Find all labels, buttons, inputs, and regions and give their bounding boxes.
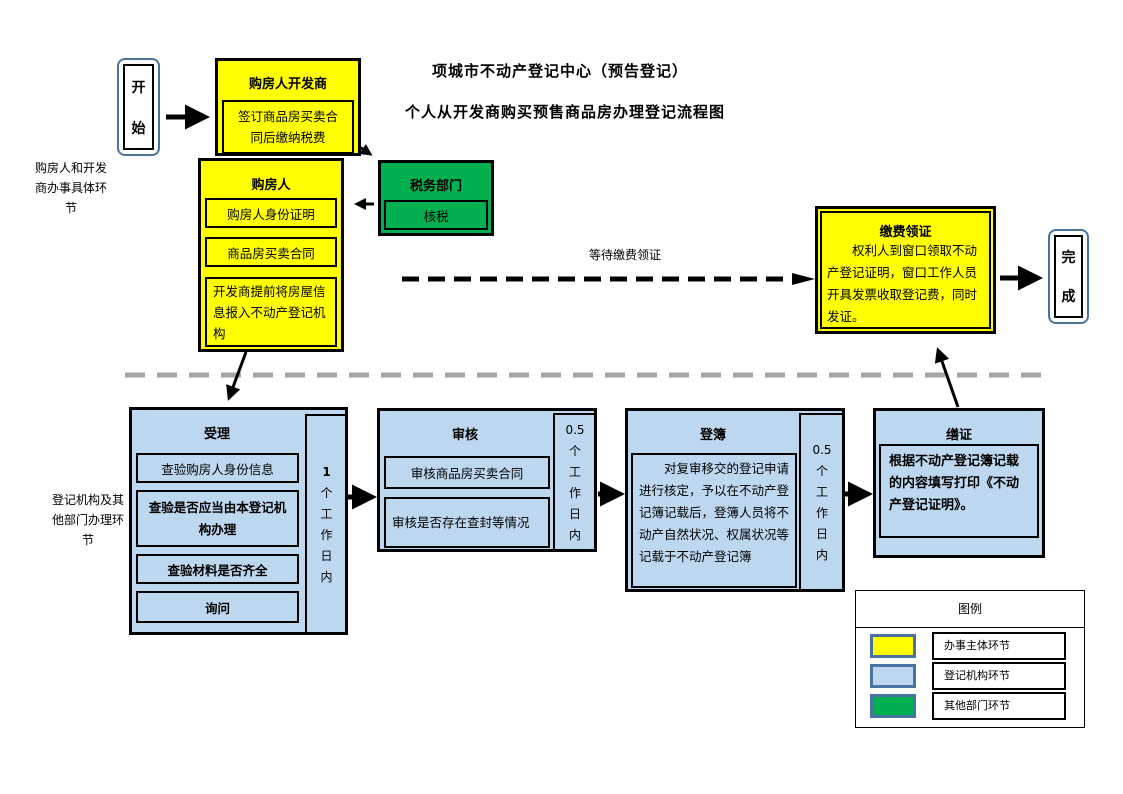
buyer-developer-box: 购房人开发商 签订商品房买卖合同后缴纳税费: [215, 58, 361, 156]
accept-days-num: 1: [322, 464, 331, 479]
chart-title: 项城市不动产登记中心（预告登记）: [431, 62, 688, 80]
register-box: 登簿 对复审移交的登记申请进行核定，予以在不动产登记簿记载后，登簿人员将不动产自…: [625, 408, 845, 592]
register-days: 0.5 个 工 作 日 内: [799, 413, 845, 592]
review-days-char: 个: [568, 443, 581, 458]
legend-label: 办事主体环节: [932, 632, 1066, 660]
review-days-char: 工: [568, 464, 581, 479]
review-item-contract: 审核商品房买卖合同: [384, 456, 550, 489]
review-title: 审核: [451, 428, 478, 443]
register-title: 登簿: [699, 428, 726, 443]
finish-char-1: 完: [1061, 249, 1076, 266]
legend-item: 登记机构环节: [856, 662, 1084, 690]
accept-item-materials: 查验材料是否齐全: [136, 554, 299, 584]
accept-box: 受理 查验购房人身份信息 查验是否应当由本登记机构办理 查验材料是否齐全 询问 …: [129, 407, 348, 635]
buyer-item-developer-report: 开发商提前将房屋信息报入不动产登记机构: [205, 277, 337, 347]
buyer-item-contract: 商品房买卖合同: [205, 237, 337, 267]
review-days-num: 0.5: [565, 422, 585, 437]
legend-swatch-yellow: [870, 634, 916, 658]
arrow-buyer-to-accept: [226, 351, 248, 401]
wait-label: 等待缴费领证: [588, 248, 661, 262]
register-days-char: 个: [815, 463, 828, 478]
legend-title: 图例: [856, 591, 1084, 628]
buyer-developer-title: 购房人开发商: [248, 77, 327, 92]
chart-subtitle: 个人从开发商购买预售商品房办理登记流程图: [404, 103, 725, 121]
start-char-1: 开: [131, 79, 146, 96]
tax-dept-box: 税务部门 核税: [378, 160, 494, 236]
pay-collect-title: 缴费领证: [879, 225, 932, 240]
finish-char-2: 成: [1061, 289, 1076, 306]
accept-days-char: 日: [320, 548, 333, 563]
accept-days: 1 个 工 作 日 内: [305, 414, 348, 635]
accept-item-identity: 查验购房人身份信息: [136, 453, 299, 483]
legend-label: 其他部门环节: [932, 692, 1066, 720]
arrow-certify-to-pay: [934, 347, 960, 408]
accept-title: 受理: [203, 427, 230, 442]
review-item-seizure: 审核是否存在查封等情况: [384, 497, 550, 548]
register-days-char: 日: [815, 526, 828, 541]
accept-days-char: 工: [320, 506, 333, 521]
legend-label: 登记机构环节: [932, 662, 1066, 690]
legend-swatch-blue: [870, 664, 916, 688]
start-node: 开 始: [117, 58, 160, 156]
legend-item: 其他部门环节: [856, 692, 1084, 720]
pay-collect-text: 权利人到窗口领取不动产登记证明，窗口工作人员开具发票收取登记费，同时发证。: [827, 243, 978, 324]
legend-item: 办事主体环节: [856, 632, 1084, 660]
accept-item-inquiry: 询问: [136, 591, 299, 623]
accept-days-char: 个: [320, 485, 333, 500]
legend-swatch-green: [870, 694, 916, 718]
lane-label-applicant: 购房人和开发商办事具体环节: [34, 161, 107, 215]
review-days-char: 日: [568, 506, 581, 521]
buyer-developer-item: 签订商品房买卖合同后缴纳税费: [222, 100, 354, 154]
register-text: 对复审移交的登记申请进行核定，予以在不动产登记簿记载后，登簿人员将不动产自然状况…: [631, 453, 797, 588]
register-days-char: 工: [815, 484, 828, 499]
accept-days-char: 作: [320, 527, 333, 542]
accept-item-jurisdiction: 查验是否应当由本登记机构办理: [136, 490, 299, 547]
certify-title: 缮证: [945, 428, 972, 443]
pay-collect-box: 缴费领证 权利人到窗口领取不动产登记证明，窗口工作人员开具发票收取登记费，同时发…: [815, 206, 996, 334]
arrow-wait-head: [792, 273, 815, 285]
tax-dept-item: 核税: [384, 200, 488, 230]
buyer-item-id: 购房人身份证明: [205, 198, 337, 228]
review-box: 审核 审核商品房买卖合同 审核是否存在查封等情况 0.5 个 工 作 日 内: [377, 408, 597, 552]
legend: 图例 办事主体环节 登记机构环节 其他部门环节: [855, 590, 1085, 728]
register-days-num: 0.5: [812, 442, 832, 457]
start-char-2: 始: [131, 120, 146, 137]
register-days-char: 内: [815, 547, 828, 562]
buyer-title: 购房人: [251, 178, 291, 193]
certify-box: 缮证 根据不动产登记簿记载的内容填写打印《不动产登记证明》。: [873, 408, 1045, 558]
accept-days-char: 内: [320, 569, 333, 584]
buyer-box: 购房人 购房人身份证明 商品房买卖合同 开发商提前将房屋信息报入不动产登记机构: [198, 158, 344, 352]
review-days: 0.5 个 工 作 日 内: [553, 413, 597, 552]
certify-text: 根据不动产登记簿记载的内容填写打印《不动产登记证明》。: [879, 444, 1039, 538]
lane-label-agency: 登记机构及其他部门办理环节: [51, 493, 124, 547]
review-days-char: 作: [568, 485, 581, 500]
register-days-char: 作: [815, 505, 828, 520]
tax-dept-title: 税务部门: [409, 179, 462, 194]
review-days-char: 内: [568, 527, 581, 542]
finish-node: 完 成: [1048, 229, 1089, 324]
